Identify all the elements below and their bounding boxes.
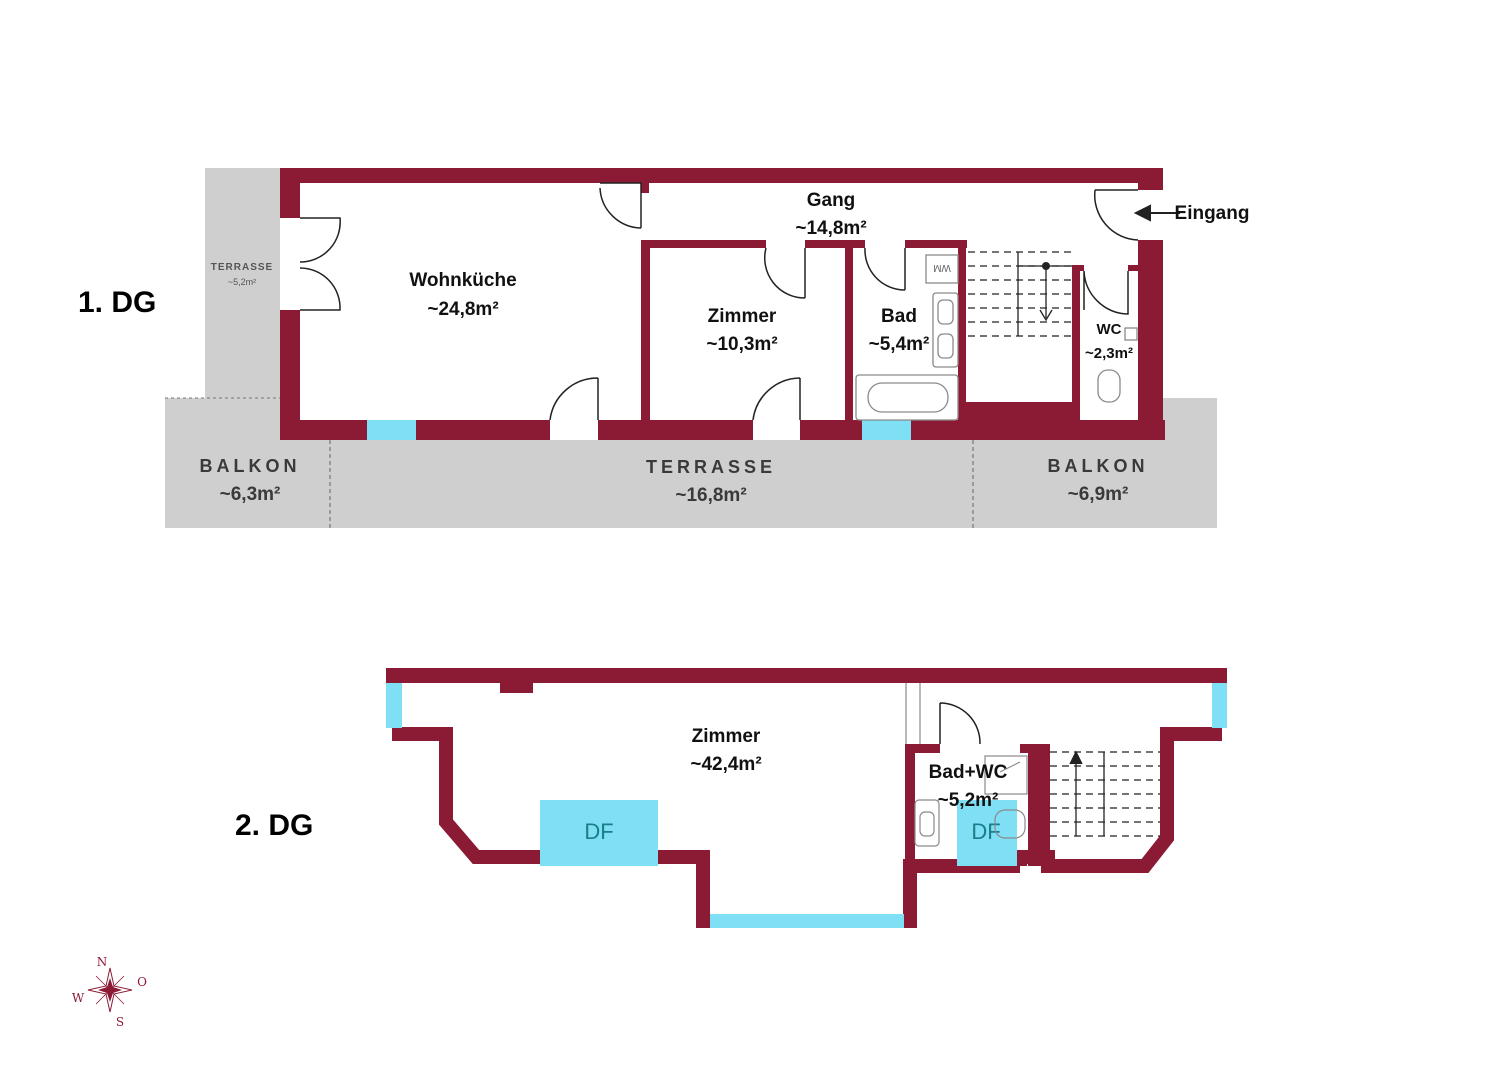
compass-s: S xyxy=(116,1015,124,1029)
entrance-label: Eingang xyxy=(1175,203,1250,224)
badwc-fixtures xyxy=(914,755,1028,847)
skylight-bad-label: DF xyxy=(971,819,1000,844)
window-right-gable xyxy=(1212,683,1227,728)
bathtub xyxy=(855,374,959,421)
terrasse-side-area xyxy=(205,168,280,398)
zimmer2-area: ~42,4m² xyxy=(690,754,761,775)
window-bottom-dormer xyxy=(710,914,904,928)
compass-o: O xyxy=(137,975,147,989)
gang-name: Gang xyxy=(807,190,856,211)
balkon-right-name: BALKON xyxy=(1048,456,1149,476)
window-bad xyxy=(862,420,911,440)
floor-2-dg: DF DF xyxy=(235,668,1227,928)
dg2-walls xyxy=(386,668,1227,928)
floor-2-label: 2. DG xyxy=(235,809,313,842)
double-sink xyxy=(932,292,959,368)
wc-area: ~2,3m² xyxy=(1085,345,1133,362)
bad-area: ~5,4m² xyxy=(869,334,930,355)
balkon-right-area: ~6,9m² xyxy=(1068,484,1129,505)
floor-1-dg: WM Eingang Wohnküche ~24,8m² Gang ~14,8m… xyxy=(78,168,1249,528)
terrasse-side-name: TERRASSE xyxy=(211,262,273,273)
dg1-doors xyxy=(280,182,1139,440)
toilet-2 xyxy=(994,809,1026,839)
washing-machine xyxy=(925,254,959,284)
compass-rose-icon: N S W O xyxy=(72,955,147,1029)
badwc-name: Bad+WC xyxy=(929,762,1008,783)
wm-label: WM xyxy=(933,262,951,273)
badwc-area: ~5,2m² xyxy=(938,790,999,811)
stair-start-dot xyxy=(1042,262,1050,270)
shower xyxy=(984,755,1028,795)
zimmer1-area: ~10,3m² xyxy=(706,334,777,355)
wohnkueche-name: Wohnküche xyxy=(409,270,516,291)
compass-n: N xyxy=(97,955,108,969)
dg2-stairs xyxy=(1050,750,1160,837)
terrasse-main-name: TERRASSE xyxy=(646,457,776,477)
terrasse-side-area-text: ~5,2m² xyxy=(228,277,256,287)
shaft xyxy=(905,683,921,744)
zimmer1-name: Zimmer xyxy=(708,306,777,327)
compass-w: W xyxy=(72,991,85,1005)
badwc-door xyxy=(939,702,981,745)
window-wohnkueche xyxy=(367,420,416,440)
window-left-gable xyxy=(386,683,402,728)
sink xyxy=(914,799,940,847)
bad-name: Bad xyxy=(881,306,917,327)
zimmer2-name: Zimmer xyxy=(692,726,761,747)
bad-fixtures xyxy=(855,254,1138,421)
terrasse-main-area: ~16,8m² xyxy=(675,485,746,506)
toilet xyxy=(1097,369,1121,403)
wohnkueche-area: ~24,8m² xyxy=(427,299,498,320)
dg1-stairs xyxy=(968,251,1072,337)
wc-name: WC xyxy=(1097,321,1122,338)
skylight-zimmer xyxy=(540,800,658,866)
balkon-left-area: ~6,3m² xyxy=(220,484,281,505)
skylight-bad xyxy=(957,800,1017,866)
floor-1-label: 1. DG xyxy=(78,286,156,319)
dg1-interior xyxy=(300,183,1145,420)
gang-area: ~14,8m² xyxy=(795,218,866,239)
skylight-zimmer-label: DF xyxy=(584,819,613,844)
entrance-arrow xyxy=(1133,204,1180,222)
balkon-left-name: BALKON xyxy=(200,456,301,476)
